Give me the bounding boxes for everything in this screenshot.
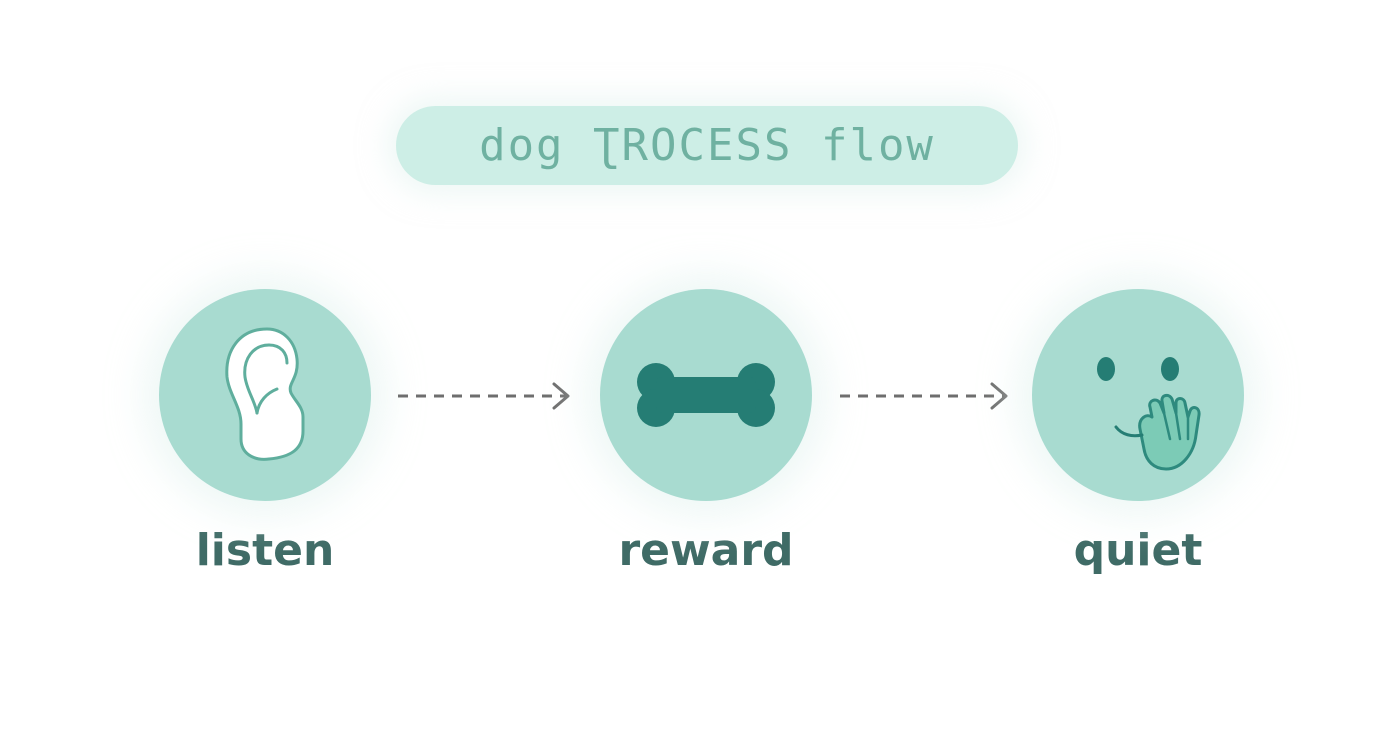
diagram-title: dog ƮROCESS flow: [479, 120, 935, 171]
step-label: quiet: [1073, 525, 1203, 576]
dashed-arrow-2: [840, 382, 1008, 410]
step-circle: [1032, 289, 1244, 501]
step-listen: listen: [159, 289, 371, 576]
title-banner: dog ƮROCESS flow: [396, 106, 1018, 185]
step-reward: reward: [600, 289, 812, 576]
step-label: listen: [195, 525, 335, 576]
ear-icon: [225, 327, 305, 461]
hush-face-icon: [1097, 357, 1201, 471]
step-label: reward: [618, 525, 794, 576]
bone-icon: [637, 363, 775, 427]
dashed-arrow-1: [398, 382, 570, 410]
step-circle: [159, 289, 371, 501]
step-quiet: quiet: [1032, 289, 1244, 576]
step-circle: [600, 289, 812, 501]
